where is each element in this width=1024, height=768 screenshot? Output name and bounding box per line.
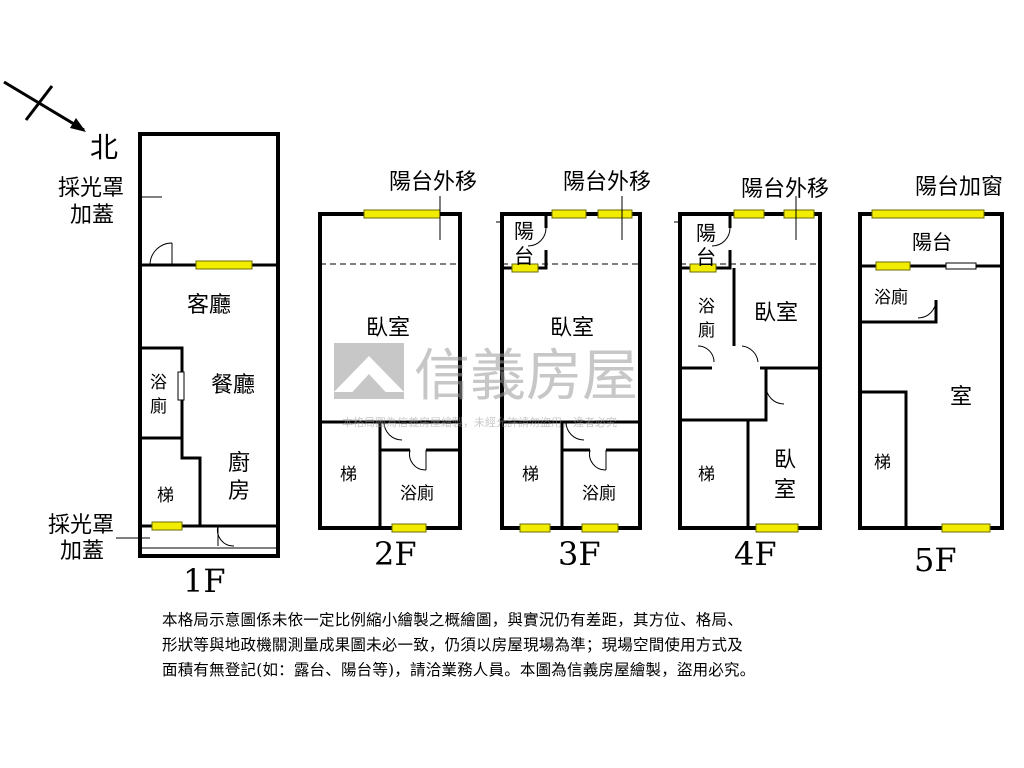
- room-label: 臥室: [754, 301, 798, 326]
- window: [363, 209, 441, 219]
- room-label: 梯: [340, 465, 357, 485]
- room-label: 採光罩: [58, 176, 124, 201]
- room-label: 陽: [696, 221, 716, 245]
- window: [581, 523, 619, 533]
- room-label: 陽台: [912, 230, 952, 254]
- room-label: 浴: [698, 297, 715, 317]
- window: [195, 260, 253, 270]
- floor-label-2f: 2F: [374, 535, 417, 573]
- room-label: 廚: [228, 451, 250, 476]
- north-label: 北: [90, 131, 118, 164]
- room-label: 加蓋: [60, 539, 104, 564]
- room-label: 梯: [157, 486, 174, 506]
- watermark-brand: 信義房屋: [414, 344, 638, 409]
- room-label: 梯: [874, 453, 891, 473]
- room-label: 房: [228, 479, 250, 504]
- floor-4f: 陽台外移 陽 台 浴 廁 臥室 梯 臥 室 4F: [674, 177, 829, 573]
- room-label: 陽台外移: [741, 177, 829, 202]
- window: [875, 261, 911, 271]
- window: [391, 523, 427, 533]
- disclaimer-line: 面積有無登記(如：露台、陽台等)，請洽業務人員。本圖為信義房屋繪製，盜用必究。: [162, 661, 756, 679]
- compass: 北: [3, 80, 118, 164]
- room-label: 臥: [774, 448, 796, 473]
- room-label: 台: [696, 245, 716, 269]
- room-label: 台: [514, 244, 534, 268]
- room-label: 廁: [698, 320, 715, 341]
- room-label: 陽: [514, 219, 534, 243]
- window: [151, 521, 183, 531]
- room-label: 廁: [150, 396, 167, 417]
- window: [597, 209, 633, 219]
- disclaimer-line: 本格局示意圖係未依一定比例縮小繪製之概繪圖，與實況仍有差距，其方位、格局、: [162, 611, 743, 629]
- floor-label-3f: 3F: [558, 535, 601, 573]
- room-label: 浴: [150, 373, 167, 393]
- room-label: 臥室: [550, 316, 594, 341]
- room-label: 梯: [522, 465, 539, 485]
- watermark-notice: 本格局圖為信義房屋繪製，未經允許請勿盜用，違者必究: [342, 415, 617, 429]
- watermark: 信義房屋 本格局圖為信義房屋繪製，未經允許請勿盜用，違者必究: [334, 343, 638, 429]
- room-label: 陽台外移: [389, 170, 477, 195]
- floor-2f: 陽台外移 臥室 梯 浴廁 2F: [318, 170, 477, 573]
- disclaimer-line: 形狀等與地政機關測量成果圖未必一致，仍須以房屋現場為準；現場空間使用方式及: [162, 636, 743, 654]
- window: [783, 209, 815, 219]
- window: [941, 523, 991, 533]
- window: [871, 209, 985, 219]
- room-label: 臥室: [366, 316, 410, 341]
- floor-3f: 陽台外移 陽 台 臥室 梯 浴廁 3F: [496, 170, 651, 573]
- floor-label-1f: 1F: [183, 562, 226, 600]
- room-label: 梯: [698, 465, 715, 485]
- floor-1f: 採光罩 加蓋 客廳 浴 廁 餐廳 梯 廚 房 採光罩 加蓋 1F: [48, 132, 280, 600]
- room-label: 陽台加窗: [915, 175, 1003, 200]
- room-label: 陽台外移: [563, 170, 651, 195]
- room-label: 浴廁: [400, 483, 434, 504]
- window: [755, 523, 799, 533]
- room-label: 餐廳: [211, 373, 255, 398]
- room-label: 客廳: [187, 293, 231, 318]
- room-label: 浴廁: [874, 287, 908, 308]
- window: [551, 209, 587, 219]
- window: [519, 523, 551, 533]
- floor-label-5f: 5F: [914, 541, 957, 579]
- room-label: 室: [774, 478, 796, 503]
- floor-label-4f: 4F: [734, 535, 777, 573]
- floor-5f: 陽台加窗 陽台 浴廁 室 梯 5F: [858, 175, 1004, 579]
- room-label: 採光罩: [48, 513, 114, 538]
- window: [689, 263, 717, 273]
- window: [733, 209, 765, 219]
- room-label: 加蓋: [70, 203, 114, 228]
- window: [511, 263, 539, 273]
- room-label: 浴廁: [582, 483, 616, 504]
- disclaimer: 本格局示意圖係未依一定比例縮小繪製之概繪圖，與實況仍有差距，其方位、格局、 形狀…: [162, 608, 922, 683]
- room-label: 室: [950, 385, 972, 410]
